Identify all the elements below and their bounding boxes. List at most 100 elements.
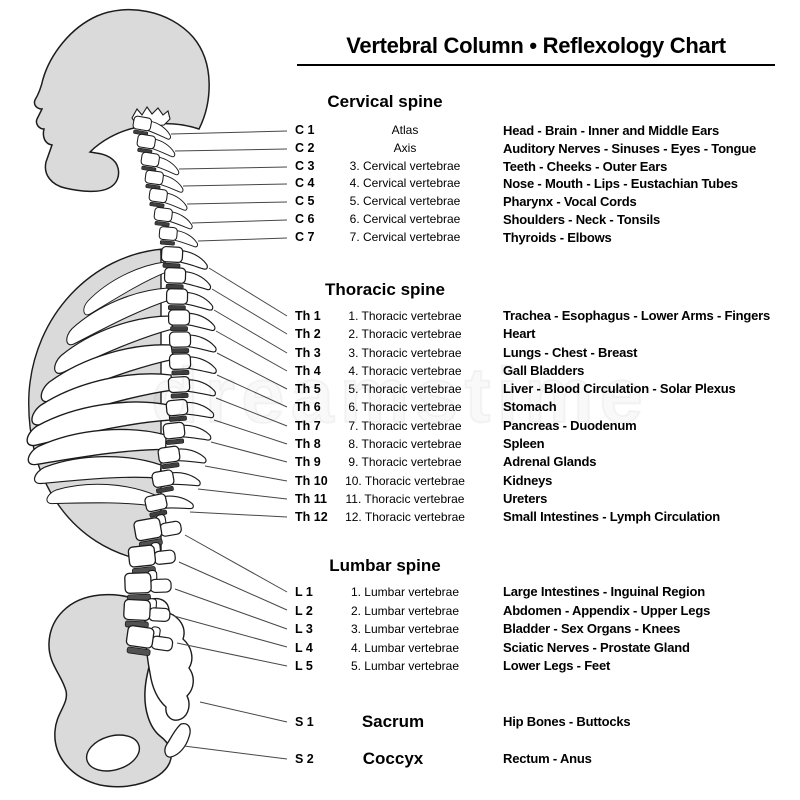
reflex-description: Hip Bones - Buttocks	[503, 714, 631, 729]
reflex-description: Ureters	[503, 490, 548, 506]
vertebra-name: 1. Thoracic vertebrae	[348, 309, 462, 323]
reflex-description: Large Intestines - Inguinal Region	[503, 584, 705, 599]
reflex-description: Thyroids - Elbows	[503, 229, 612, 245]
level-label: S 1	[295, 715, 314, 729]
table-row: Th 11 11. Thoracic vertebrae Ureters	[293, 490, 798, 508]
vertebra-name: 5. Thoracic vertebrae	[348, 382, 462, 397]
level-label: S 2	[295, 752, 314, 766]
reflex-description: Auditory Nerves - Sinuses - Eyes - Tongu…	[503, 140, 757, 156]
table-row: Th 6 6. Thoracic vertebrae Stomach	[293, 398, 798, 416]
reflex-description: Stomach	[503, 399, 557, 415]
level-label: C 2	[295, 140, 315, 155]
level-label: Th 10	[295, 473, 328, 488]
skull-illustration	[33, 9, 210, 193]
table-row: L 2 2. Lumbar vertebrae Abdomen - Append…	[293, 602, 798, 621]
level-label: Th 8	[295, 437, 321, 452]
level-label: L 3	[295, 622, 313, 636]
table-row: Th 4 4. Thoracic vertebrae Gall Bladders	[293, 362, 798, 380]
vertebra-name: 3. Lumbar vertebrae	[350, 622, 460, 636]
level-label: Th 7	[295, 418, 321, 433]
sacrum-row: S 1 Sacrum Hip Bones - Buttocks	[293, 713, 798, 731]
reflex-description: Pharynx - Vocal Cords	[503, 194, 637, 210]
table-row: C 6 6. Cervical vertebrae Shoulders - Ne…	[293, 211, 798, 229]
reflex-description: Sciatic Nerves - Prostate Gland	[503, 639, 690, 655]
reflex-description: Head - Brain - Inner and Middle Ears	[503, 123, 720, 138]
vertebra-name: 11. Thoracic vertebrae	[345, 491, 465, 506]
vertebra-name: Sacrum	[361, 712, 425, 731]
lumbar-table: L 1 1. Lumbar vertebrae Large Intestines…	[293, 583, 798, 676]
vertebra-name: 8. Thoracic vertebrae	[348, 437, 462, 452]
reflex-description: Pancreas - Duodenum	[503, 417, 637, 433]
thoracic-section-header: Thoracic spine	[325, 280, 445, 299]
vertebra-name: 10. Thoracic vertebrae	[345, 473, 465, 488]
vertebra-name: 2. Thoracic vertebrae	[348, 327, 462, 342]
vertebra-name: Axis	[393, 140, 417, 155]
leader-lines	[170, 130, 288, 760]
table-row: C 3 3. Cervical vertebrae Teeth - Cheeks…	[293, 158, 798, 176]
vertebra-name: 12. Thoracic vertebrae	[345, 510, 465, 525]
reflex-description: Liver - Blood Circulation - Solar Plexus	[503, 381, 736, 397]
reflex-description: Lungs - Chest - Breast	[503, 344, 638, 360]
table-row: C 5 5. Cervical vertebrae Pharynx - Voca…	[293, 193, 798, 211]
table-row: C 2 Axis Auditory Nerves - Sinuses - Eye…	[293, 140, 798, 158]
level-label: Th 11	[295, 491, 327, 506]
table-row: C 7 7. Cervical vertebrae Thyroids - Elb…	[293, 229, 798, 247]
table-row: Th 1 1. Thoracic vertebrae Trachea - Eso…	[293, 307, 798, 325]
vertebra-name: 6. Cervical vertebrae	[349, 212, 461, 227]
level-label: C 6	[295, 212, 315, 227]
vertebra-name: 4. Cervical vertebrae	[349, 176, 461, 191]
table-row: Th 7 7. Thoracic vertebrae Pancreas - Du…	[293, 417, 798, 435]
vertebra-name: Atlas	[391, 123, 419, 137]
vertebra-name: 7. Cervical vertebrae	[349, 229, 461, 244]
level-label: Th 3	[295, 345, 321, 360]
vertebra-name: Coccyx	[362, 749, 424, 768]
coccyx-row: S 2 Coccyx Rectum - Anus	[293, 750, 798, 768]
reflex-description: Rectum - Anus	[503, 751, 592, 766]
level-label: C 5	[295, 194, 315, 209]
vertebra-name: 9. Thoracic vertebrae	[348, 455, 462, 470]
level-label: Th 6	[295, 400, 321, 415]
level-label: L 4	[295, 640, 313, 655]
vertebra-name: 5. Cervical vertebrae	[349, 194, 461, 209]
vertebra-name: 1. Lumbar vertebrae	[350, 585, 460, 599]
vertebra-name: 2. Lumbar vertebrae	[350, 603, 460, 618]
level-label: Th 9	[295, 455, 321, 470]
cervical-table: C 1 Atlas Head - Brain - Inner and Middl…	[293, 122, 798, 247]
vertebra-name: 4. Lumbar vertebrae	[350, 640, 460, 655]
table-row: Th 12 12. Thoracic vertebrae Small Intes…	[293, 508, 798, 526]
level-label: L 5	[295, 659, 313, 673]
table-row: Th 2 2. Thoracic vertebrae Heart	[293, 325, 798, 343]
table-row: L 4 4. Lumbar vertebrae Sciatic Nerves -…	[293, 639, 798, 658]
table-row: Th 5 5. Thoracic vertebrae Liver - Blood…	[293, 380, 798, 398]
level-label: C 1	[295, 123, 315, 137]
reflex-description: Nose - Mouth - Lips - Eustachian Tubes	[503, 176, 738, 192]
cervical-section-header: Cervical spine	[327, 92, 443, 111]
table-row: L 5 5. Lumbar vertebrae Lower Legs - Fee…	[293, 657, 798, 676]
level-label: Th 12	[295, 510, 328, 525]
vertebra-name: 6. Thoracic vertebrae	[348, 400, 462, 415]
level-label: C 7	[295, 229, 315, 244]
vertebra-name: 5. Lumbar vertebrae	[350, 659, 460, 673]
reflex-description: Kidneys	[503, 472, 553, 488]
reflex-description: Teeth - Cheeks - Outer Ears	[503, 158, 668, 174]
level-label: C 4	[295, 176, 315, 191]
reflex-description: Heart	[503, 326, 536, 342]
vertebra-name: 3. Cervical vertebrae	[349, 158, 461, 173]
vertebra-name: 4. Thoracic vertebrae	[348, 363, 462, 378]
reflex-description: Abdomen - Appendix - Upper Legs	[503, 602, 711, 618]
level-label: L 2	[295, 603, 313, 618]
table-row: Th 10 10. Thoracic vertebrae Kidneys	[293, 472, 798, 490]
reflex-description: Gall Bladders	[503, 362, 585, 378]
thoracic-table: Th 1 1. Thoracic vertebrae Trachea - Eso…	[293, 307, 798, 527]
level-label: C 3	[295, 158, 315, 173]
level-label: Th 5	[295, 382, 321, 397]
table-row: Th 8 8. Thoracic vertebrae Spleen	[293, 435, 798, 453]
reflex-description: Lower Legs - Feet	[503, 658, 611, 673]
level-label: L 1	[295, 585, 313, 599]
vertebra-name: 3. Thoracic vertebrae	[348, 345, 462, 360]
table-row: C 1 Atlas Head - Brain - Inner and Middl…	[293, 122, 798, 140]
table-row: Th 9 9. Thoracic vertebrae Adrenal Gland…	[293, 453, 798, 471]
reflex-description: Adrenal Glands	[503, 454, 597, 470]
